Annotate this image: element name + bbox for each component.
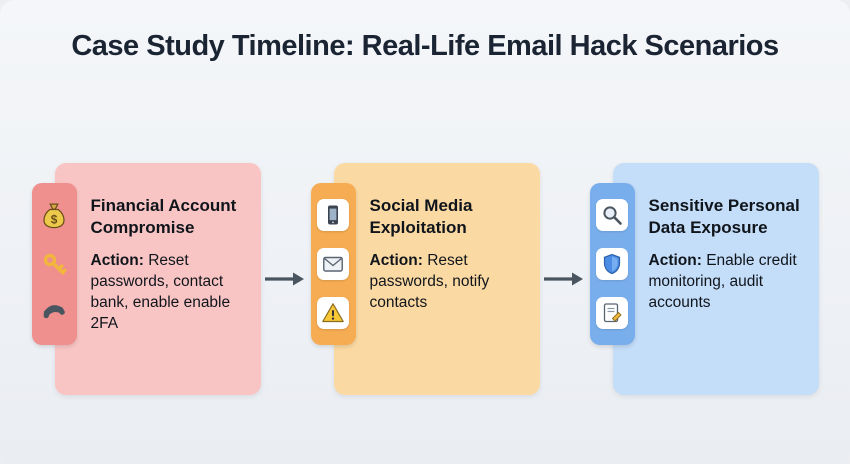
card-social-media: Social Media Exploitation Action: Reset … <box>310 163 540 395</box>
card-financial-compromise: $ Financial A <box>31 163 261 395</box>
card-action-text: Action: Reset passwords, contact bank, e… <box>91 251 247 335</box>
action-label: Action: <box>648 252 702 270</box>
card-action-text: Action: Reset passwords, notify contacts <box>370 251 526 314</box>
action-label: Action: <box>369 252 423 270</box>
magnifier-icon <box>596 199 628 232</box>
memo-icon <box>596 296 628 329</box>
envelope-icon <box>317 247 349 280</box>
timeline: $ Financial A <box>0 163 850 395</box>
card-data-exposure: Sensitive Personal Data Exposure Action:… <box>589 163 819 395</box>
card-body-financial: Financial Account Compromise Action: Res… <box>55 163 261 335</box>
action-label: Action: <box>90 252 144 270</box>
warning-icon <box>317 296 349 329</box>
icon-tab-social <box>310 183 356 345</box>
key-icon <box>41 251 68 278</box>
card-title: Financial Account Compromise <box>90 196 237 238</box>
action-text: Reset passwords, notify contacts <box>369 252 490 312</box>
card-body-social: Social Media Exploitation Action: Reset … <box>334 163 540 314</box>
phone-receiver-icon <box>40 299 68 327</box>
arrow-right-2 <box>543 270 585 288</box>
icon-tab-exposure <box>589 183 635 345</box>
svg-text:$: $ <box>51 213 58 227</box>
action-text: Reset passwords, contact bank, enable en… <box>90 252 231 332</box>
money-bag-icon: $ <box>39 201 69 231</box>
card-body-exposure: Sensitive Personal Data Exposure Action:… <box>613 163 819 314</box>
action-text: Enable credit monitoring, audit accounts <box>648 252 797 312</box>
arrow-right-1 <box>264 270 306 288</box>
shield-icon <box>596 247 628 280</box>
card-title: Sensitive Personal Data Exposure <box>648 196 800 238</box>
mobile-phone-icon <box>317 199 349 232</box>
card-title: Social Media Exploitation <box>369 196 473 238</box>
icon-tab-financial: $ <box>31 183 77 345</box>
page-title: Case Study Timeline: Real-Life Email Hac… <box>71 30 779 62</box>
card-action-text: Action: Enable credit monitoring, audit … <box>649 251 805 314</box>
